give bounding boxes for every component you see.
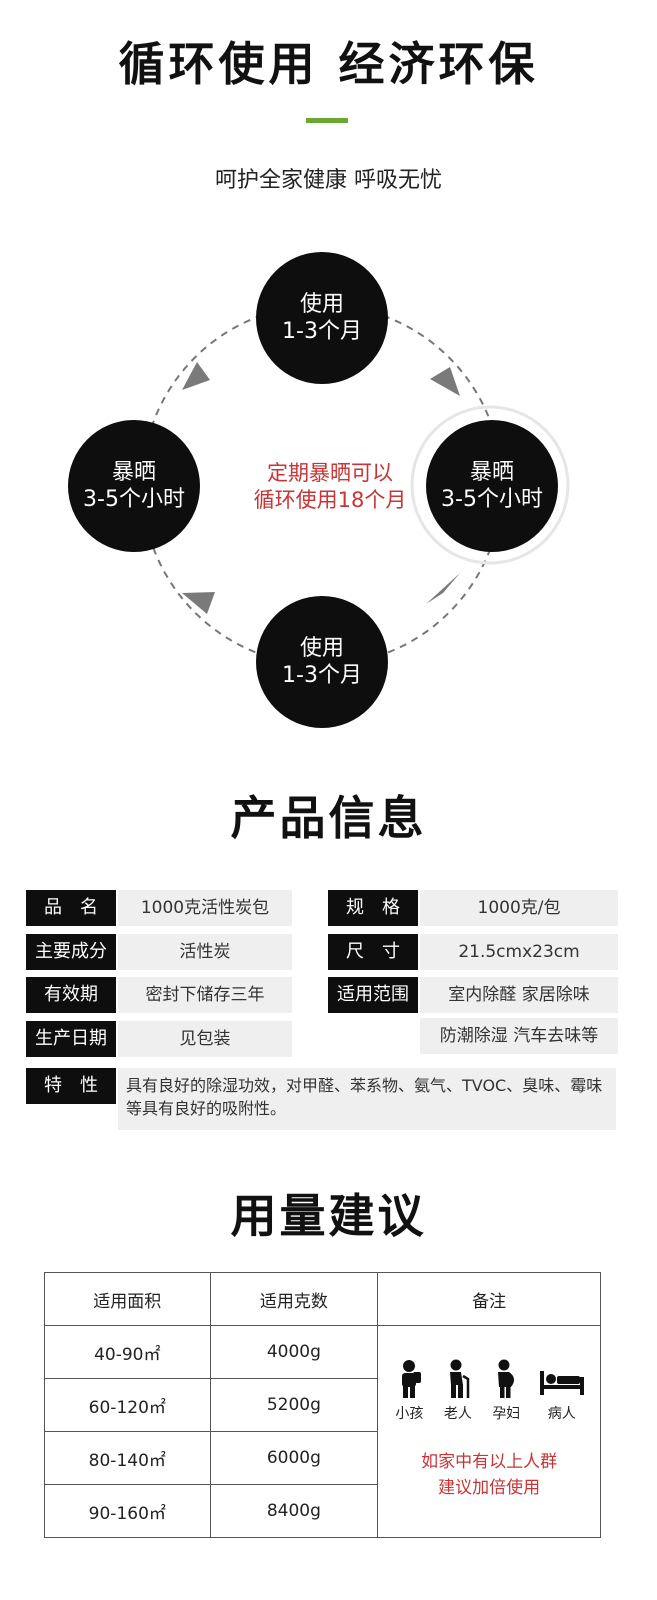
title-divider xyxy=(306,118,348,123)
cycle-step-duration: 3-5个小时 xyxy=(441,487,543,512)
table-row: 40-90㎡ 4000g 小孩 xyxy=(44,1325,601,1538)
grams-cell: 5200g xyxy=(209,1378,379,1432)
cycle-step-top: 使用 1-3个月 xyxy=(256,252,388,384)
validity-label: 有效期 xyxy=(26,977,116,1013)
table-header-row: 适用面积 适用克数 备注 xyxy=(44,1272,601,1326)
cycle-note-line2: 循环使用18个月 xyxy=(253,488,407,512)
name-label: 品 名 xyxy=(26,890,116,926)
table-row: 60-120㎡ 5200g xyxy=(44,1378,601,1432)
arrow-icon xyxy=(182,362,210,390)
remark-cell: 小孩 老人 xyxy=(377,1325,601,1538)
arrow-icon xyxy=(430,367,460,396)
person-label: 病人 xyxy=(547,1406,576,1422)
cycle-step-title: 使用 xyxy=(299,292,344,317)
ingredient-value: 活性炭 xyxy=(118,934,292,970)
feature-label: 特 性 xyxy=(26,1068,116,1104)
spec-label: 规 格 xyxy=(328,890,418,926)
area-cell: 40-90㎡ xyxy=(44,1325,211,1379)
cycle-step-right: 暴晒 3-5个小时 xyxy=(426,420,558,552)
pregnant-icon xyxy=(498,1359,515,1398)
elder-icon xyxy=(449,1359,470,1398)
person-label: 小孩 xyxy=(395,1406,424,1422)
cycle-step-bottom: 使用 1-3个月 xyxy=(256,596,388,728)
table-row: 90-160㎡ 8400g xyxy=(44,1484,601,1538)
cycle-step-duration: 1-3个月 xyxy=(282,319,362,344)
person-label: 老人 xyxy=(443,1406,472,1422)
person-pregnant: 孕妇 xyxy=(489,1359,523,1423)
arrow-icon xyxy=(426,573,460,604)
spec-value: 1000克/包 xyxy=(420,890,618,926)
usage-title: 用量建议 xyxy=(230,1189,427,1243)
bed-icon xyxy=(539,1371,584,1395)
cycle-step-left: 暴晒 3-5个小时 xyxy=(68,420,200,552)
person-child: 小孩 xyxy=(392,1359,426,1423)
grams-cell: 4000g xyxy=(209,1325,379,1379)
size-value: 21.5cmx23cm xyxy=(420,934,618,970)
arrow-icon xyxy=(182,592,215,614)
page-subtitle: 呵护全家健康 呼吸无忧 xyxy=(215,168,442,193)
person-patient: 病人 xyxy=(538,1359,586,1423)
feature-value: 具有良好的除湿功效，对甲醛、苯系物、氨气、TVOC、臭味、霉味等具有良好的吸附性… xyxy=(118,1068,616,1130)
scope-value-1: 室内除醛 家居除味 xyxy=(420,977,618,1013)
remark-line1: 如家中有以上人群 xyxy=(421,1452,558,1472)
cycle-step-duration: 1-3个月 xyxy=(282,663,362,688)
area-cell: 80-140㎡ xyxy=(44,1431,211,1485)
table-row: 80-140㎡ 6000g xyxy=(44,1431,601,1485)
cycle-step-title: 暴晒 xyxy=(111,460,156,485)
scope-label: 适用范围 xyxy=(328,977,418,1013)
date-label: 生产日期 xyxy=(26,1021,116,1057)
area-cell: 60-120㎡ xyxy=(44,1378,211,1432)
cycle-note-line1: 定期暴晒可以 xyxy=(267,461,393,485)
ingredient-label: 主要成分 xyxy=(26,934,116,970)
table-header-area: 适用面积 xyxy=(44,1272,211,1326)
grams-cell: 6000g xyxy=(209,1431,379,1485)
name-value: 1000克活性炭包 xyxy=(118,890,292,926)
cycle-center-note: 定期暴晒可以 循环使用18个月 xyxy=(210,460,450,514)
page-title: 循环使用 经济环保 xyxy=(118,37,539,91)
size-label: 尺 寸 xyxy=(328,934,418,970)
validity-value: 密封下储存三年 xyxy=(118,977,292,1013)
usage-table: 适用面积 适用克数 备注 40-90㎡ 4000g 小孩 xyxy=(44,1272,601,1538)
cycle-step-title: 使用 xyxy=(299,636,344,661)
table-header-grams: 适用克数 xyxy=(209,1272,379,1326)
cycle-step-title: 暴晒 xyxy=(469,460,514,485)
people-icons: 小孩 老人 xyxy=(379,1359,599,1423)
person-label: 孕妇 xyxy=(492,1406,521,1422)
table-header-remark: 备注 xyxy=(377,1272,601,1326)
remark-note: 如家中有以上人群 建议加倍使用 xyxy=(379,1449,599,1501)
cycle-step-duration: 3-5个小时 xyxy=(83,487,185,512)
product-info-title: 产品信息 xyxy=(230,791,427,845)
area-cell: 90-160㎡ xyxy=(44,1484,211,1538)
scope-value-2: 防潮除湿 汽车去味等 xyxy=(420,1018,618,1054)
remark-line2: 建议加倍使用 xyxy=(438,1478,541,1498)
grams-cell: 8400g xyxy=(209,1484,379,1538)
child-icon xyxy=(402,1360,422,1398)
person-elder: 老人 xyxy=(441,1359,475,1423)
date-value: 见包装 xyxy=(118,1021,292,1057)
